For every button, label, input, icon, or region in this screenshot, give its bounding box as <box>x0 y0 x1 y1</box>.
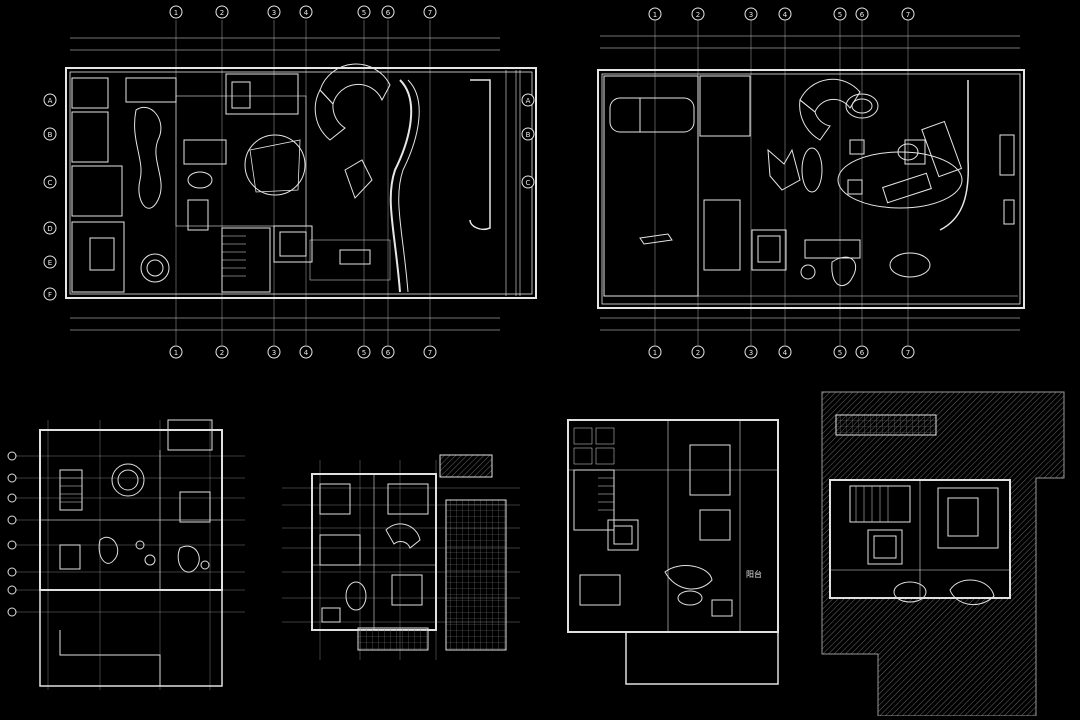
grid-bubble-left: F <box>43 287 57 301</box>
grid-bubble-left <box>7 540 17 550</box>
grid-bubble-top: 6 <box>381 5 395 19</box>
floor-plan-c <box>15 419 245 690</box>
grid-bubble-top: 3 <box>267 5 281 19</box>
grid-bubble-left: C <box>43 175 57 189</box>
svg-text:7: 7 <box>906 11 910 19</box>
svg-text:4: 4 <box>304 349 309 357</box>
svg-text:7: 7 <box>428 349 432 357</box>
grid-bubble-top: 1 <box>169 5 183 19</box>
svg-text:6: 6 <box>860 349 865 357</box>
svg-text:2: 2 <box>696 11 700 19</box>
grid-bubble-left: D <box>43 221 57 235</box>
grid-bubble-left <box>7 493 17 503</box>
floor-plan-f <box>821 391 1065 717</box>
svg-text:2: 2 <box>696 349 700 357</box>
svg-text:6: 6 <box>860 11 865 19</box>
grid-bubble-top: 6 <box>855 7 869 21</box>
svg-text:A: A <box>48 97 53 105</box>
room-label-balcony: 阳台 <box>746 569 762 579</box>
svg-text:5: 5 <box>362 9 366 17</box>
svg-text:3: 3 <box>272 9 276 17</box>
svg-text:6: 6 <box>386 349 391 357</box>
grid-bubble-top: 1 <box>648 7 662 21</box>
grid-bubble-left: E <box>43 255 57 269</box>
svg-text:3: 3 <box>749 11 753 19</box>
grid-bubble-top: 5 <box>833 7 847 21</box>
grid-bubble-bottom: 2 <box>215 345 229 359</box>
grid-bubble-bottom: 5 <box>833 345 847 359</box>
floor-plan-a <box>65 20 537 345</box>
svg-text:2: 2 <box>220 9 224 17</box>
svg-text:C: C <box>48 179 53 187</box>
grid-bubble-top: 2 <box>215 5 229 19</box>
grid-bubble-right: B <box>521 127 535 141</box>
grid-bubble-left: A <box>43 93 57 107</box>
svg-text:4: 4 <box>783 11 788 19</box>
grid-bubble-left <box>7 607 17 617</box>
svg-text:D: D <box>47 225 52 233</box>
grid-bubble-bottom: 1 <box>648 345 662 359</box>
grid-bubble-top: 5 <box>357 5 371 19</box>
svg-text:F: F <box>48 291 52 299</box>
grid-bubble-top: 7 <box>901 7 915 21</box>
grid-bubble-left <box>7 515 17 525</box>
svg-text:5: 5 <box>362 349 366 357</box>
grid-bubble-bottom: 4 <box>299 345 313 359</box>
grid-bubble-bottom: 6 <box>855 345 869 359</box>
svg-text:7: 7 <box>906 349 910 357</box>
grid-bubble-right: A <box>521 93 535 107</box>
svg-text:7: 7 <box>428 9 432 17</box>
svg-text:E: E <box>48 259 52 267</box>
grid-bubbles-plan-b: 1 2 3 4 5 6 7 1 2 3 4 5 6 7 <box>648 7 915 359</box>
grid-bubble-left <box>7 585 17 595</box>
svg-text:B: B <box>526 131 531 139</box>
svg-text:5: 5 <box>838 11 842 19</box>
svg-text:1: 1 <box>653 349 657 357</box>
svg-text:4: 4 <box>783 349 788 357</box>
grid-bubble-bottom: 5 <box>357 345 371 359</box>
svg-text:3: 3 <box>749 349 753 357</box>
grid-bubble-top: 3 <box>744 7 758 21</box>
floor-plan-b <box>597 18 1025 345</box>
grid-bubble-left <box>7 473 17 483</box>
grid-bubble-left: B <box>43 127 57 141</box>
svg-text:2: 2 <box>220 349 224 357</box>
grid-bubble-left <box>7 451 17 461</box>
svg-text:3: 3 <box>272 349 276 357</box>
grid-bubble-bottom: 1 <box>169 345 183 359</box>
svg-text:A: A <box>526 97 531 105</box>
svg-text:1: 1 <box>174 349 178 357</box>
grid-bubble-top: 4 <box>299 5 313 19</box>
svg-text:B: B <box>48 131 53 139</box>
grid-bubbles-plan-c <box>7 451 17 617</box>
floor-plan-e <box>567 419 779 685</box>
grid-bubble-bottom: 6 <box>381 345 395 359</box>
svg-text:6: 6 <box>386 9 391 17</box>
grid-bubble-bottom: 3 <box>744 345 758 359</box>
grid-bubble-left <box>7 567 17 577</box>
grid-bubble-top: 4 <box>778 7 792 21</box>
grid-bubble-bottom: 3 <box>267 345 281 359</box>
grid-bubble-top: 2 <box>691 7 705 21</box>
svg-text:4: 4 <box>304 9 309 17</box>
svg-text:1: 1 <box>653 11 657 19</box>
grid-bubble-bottom: 4 <box>778 345 792 359</box>
svg-text:1: 1 <box>174 9 178 17</box>
grid-bubble-top: 7 <box>423 5 437 19</box>
grid-bubble-bottom: 7 <box>901 345 915 359</box>
grid-bubble-right: C <box>521 175 535 189</box>
grid-bubble-bottom: 2 <box>691 345 705 359</box>
floor-plan-d <box>282 454 520 660</box>
svg-text:5: 5 <box>838 349 842 357</box>
svg-text:C: C <box>526 179 531 187</box>
grid-bubble-bottom: 7 <box>423 345 437 359</box>
